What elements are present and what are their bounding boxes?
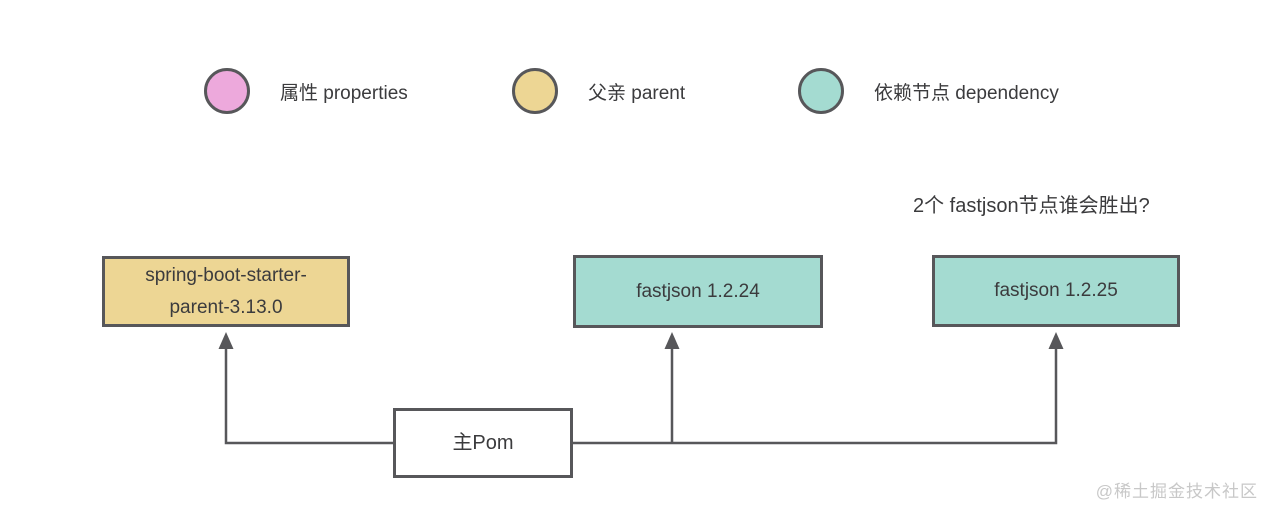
parent-circle-icon — [512, 68, 558, 114]
legend-label-parent: 父亲 parent — [588, 82, 686, 104]
legend-item-dependency: 依赖节点 dependency — [798, 68, 1059, 114]
node-fastjson-1-2-25: fastjson 1.2.25 — [932, 255, 1180, 327]
question-annotation: 2个 fastjson节点谁会胜出? — [913, 195, 1150, 217]
legend-label-properties: 属性 properties — [280, 82, 408, 104]
legend-item-properties: 属性 properties — [204, 68, 408, 114]
edge-mainpom-to-parent — [224, 347, 393, 445]
node-spring-boot-starter-parent: spring-boot-starter- parent-3.13.0 — [102, 256, 350, 327]
watermark: @稀土掘金技术社区 — [1095, 482, 1258, 501]
legend-label-dependency: 依赖节点 dependency — [874, 82, 1059, 104]
edge-mainpom-to-dep-b — [573, 347, 1058, 445]
legend-item-parent: 父亲 parent — [512, 68, 685, 114]
node-fastjson-1-2-24: fastjson 1.2.24 — [573, 255, 823, 328]
properties-circle-icon — [204, 68, 250, 114]
dependency-circle-icon — [798, 68, 844, 114]
arrowhead-dep-a — [664, 332, 680, 349]
arrowhead-dep-b — [1048, 332, 1064, 349]
arrowhead-parent — [218, 332, 234, 349]
node-main-pom: 主Pom — [393, 408, 573, 478]
